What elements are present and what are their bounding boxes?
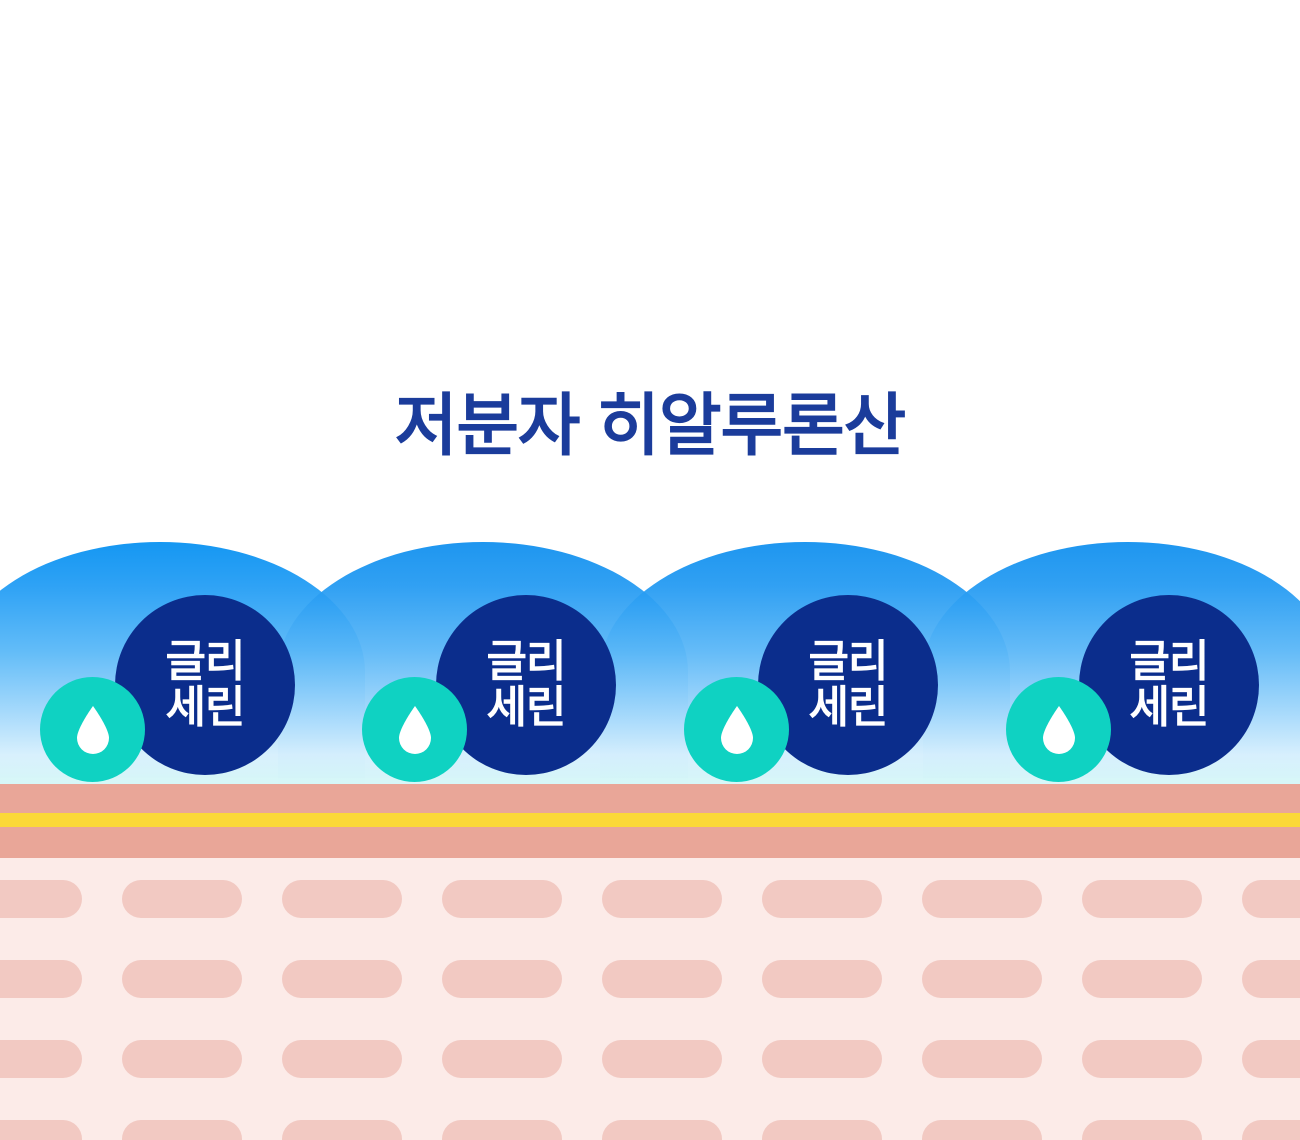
dermis-layer [0,858,1300,1140]
dermis-fiber [0,1040,82,1078]
dermis-fiber [922,1040,1042,1078]
dermis-fiber [442,1040,562,1078]
dermis-fiber [122,1040,242,1078]
dermis-fiber [442,1120,562,1140]
dermis-fiber [442,960,562,998]
glycerin-bubble[interactable]: 글리 세린 [1079,595,1259,775]
dermis-fiber [1242,880,1300,918]
water-bubble[interactable] [684,677,789,782]
dermis-fiber [282,1040,402,1078]
dermis-fiber [122,1120,242,1140]
dermis-fiber [1242,1040,1300,1078]
dermis-fiber [282,1120,402,1140]
dermis-fiber [602,960,722,998]
dermis-fiber [602,1120,722,1140]
dermis-fiber [762,1040,882,1078]
dermis-fiber [762,880,882,918]
dermis-fiber [762,1120,882,1140]
dermis-fiber [762,960,882,998]
epidermis-yellow-stripe [0,813,1300,827]
water-drop-icon [76,705,109,754]
dermis-fiber [122,960,242,998]
dermis-fiber [602,880,722,918]
dermis-fiber [922,880,1042,918]
glycerin-label: 글리 세린 [808,637,889,732]
dermis-fiber [442,880,562,918]
glycerin-label: 글리 세린 [165,637,246,732]
water-bubble[interactable] [40,677,145,782]
dermis-fiber [0,960,82,998]
water-drop-icon [398,705,431,754]
water-drop-icon [1042,705,1075,754]
water-bubble[interactable] [362,677,467,782]
dermis-fiber [1082,880,1202,918]
dermis-fiber-group [0,880,1300,1140]
glycerin-label: 글리 세린 [1129,637,1210,732]
glycerin-bubble[interactable]: 글리 세린 [436,595,616,775]
dermis-fiber [0,1120,82,1140]
dermis-fiber [1082,960,1202,998]
epidermis-layer [0,784,1300,858]
water-bubble[interactable] [1006,677,1111,782]
dermis-fiber-svg [0,880,1300,1140]
dermis-fiber [1082,1120,1202,1140]
dermis-fiber [122,880,242,918]
dermis-fiber [282,880,402,918]
dermis-fiber [0,880,82,918]
dermis-fiber [922,960,1042,998]
dermis-fiber [922,1120,1042,1140]
page-title-text: 저분자 히알루론산 [394,388,906,464]
glycerin-bubble[interactable]: 글리 세린 [115,595,295,775]
dermis-fiber [602,1040,722,1078]
page-title: 저분자 히알루론산 [0,386,1300,466]
dermis-fiber [282,960,402,998]
dome-bottom-fade [0,778,1300,788]
water-drop-icon [720,705,753,754]
glycerin-label: 글리 세린 [486,637,567,732]
glycerin-bubble[interactable]: 글리 세린 [758,595,938,775]
dermis-fiber [1242,1120,1300,1140]
dermis-fiber [1082,1040,1202,1078]
dermis-fiber [1242,960,1300,998]
